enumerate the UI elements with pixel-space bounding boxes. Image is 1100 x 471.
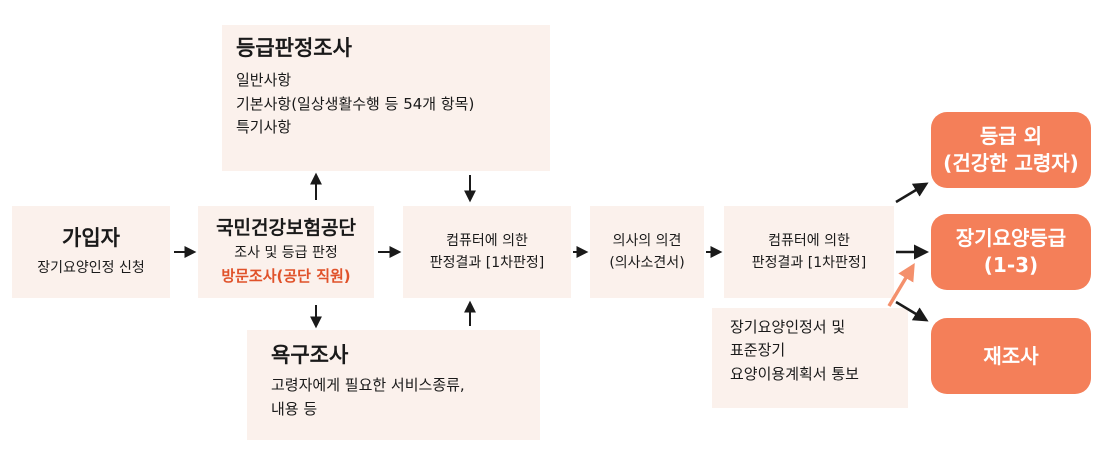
out-of-grade-line-1: 등급 외	[979, 124, 1043, 148]
computer-judgment-1-line-2: 판정결과 [1차판정]	[429, 255, 545, 271]
needs-survey-line-1: 고령자에게 필요한 서비스종류,	[271, 376, 465, 395]
grade-survey-line-1: 일반사항	[236, 71, 292, 90]
nhis-box: 국민건강보험공단 조사 및 등급 판정 방문조사(공단 직원)	[198, 206, 374, 298]
arrow-to-re-survey	[895, 300, 929, 322]
applicant-subtitle: 장기요양인정 신청	[37, 259, 145, 276]
computer-judgment-box-2: 컴퓨터에 의한 판정결과 [1차판정]	[724, 206, 894, 298]
notice-line-3: 요양이용계획서 통보	[730, 364, 859, 383]
computer-judgment-box-1: 컴퓨터에 의한 판정결과 [1차판정]	[403, 206, 571, 298]
needs-survey-box: 욕구조사 고령자에게 필요한 서비스종류, 내용 등	[247, 330, 540, 440]
computer-judgment-2-line-1: 컴퓨터에 의한	[768, 232, 850, 249]
grade-survey-box: 등급판정조사 일반사항 기본사항(일상생활수행 등 54개 항목) 특기사항	[222, 25, 550, 171]
nhis-title: 국민건강보험공단	[216, 216, 356, 239]
grade-survey-line-2: 기본사항(일상생활수행 등 54개 항목)	[236, 94, 475, 113]
ltc-grade-line-2: (1-3)	[983, 253, 1039, 277]
needs-survey-line-2: 내용 등	[271, 399, 318, 418]
notice-box: 장기요양인정서 및 표준장기 요양이용계획서 통보	[712, 308, 908, 408]
applicant-box: 가입자 장기요양인정 신청	[12, 206, 170, 298]
out-of-grade-line-2: (건강한 고령자)	[943, 151, 1079, 175]
computer-judgment-2-line-2: 판정결과 [1차판정]	[751, 255, 867, 271]
doctor-opinion-line-1: 의사의 의견	[612, 232, 682, 249]
applicant-title: 가입자	[62, 225, 120, 250]
arrow-notice-to-ltc-grade	[887, 262, 915, 307]
re-survey-pill: 재조사	[931, 318, 1091, 394]
nhis-subtitle: 조사 및 등급 판정	[234, 245, 338, 262]
arrow-to-out-of-grade	[895, 182, 929, 204]
grade-survey-title: 등급판정조사	[236, 36, 352, 60]
doctor-opinion-line-2: (의사소견서)	[609, 255, 685, 271]
notice-line-2: 표준장기	[730, 341, 786, 360]
needs-survey-title: 욕구조사	[271, 343, 349, 367]
ltc-grade-pill: 장기요양등급 (1-3)	[931, 214, 1091, 290]
ltc-grade-line-1: 장기요양등급	[955, 226, 1067, 250]
notice-line-1: 장기요양인정서 및	[730, 318, 846, 336]
re-survey-label: 재조사	[983, 343, 1039, 368]
out-of-grade-pill: 등급 외 (건강한 고령자)	[931, 112, 1091, 188]
nhis-visit-survey-label: 방문조사(공단 직원)	[221, 266, 351, 285]
doctor-opinion-box: 의사의 의견 (의사소견서)	[590, 206, 704, 298]
computer-judgment-1-line-1: 컴퓨터에 의한	[446, 232, 528, 249]
grade-survey-line-3: 특기사항	[236, 117, 292, 136]
